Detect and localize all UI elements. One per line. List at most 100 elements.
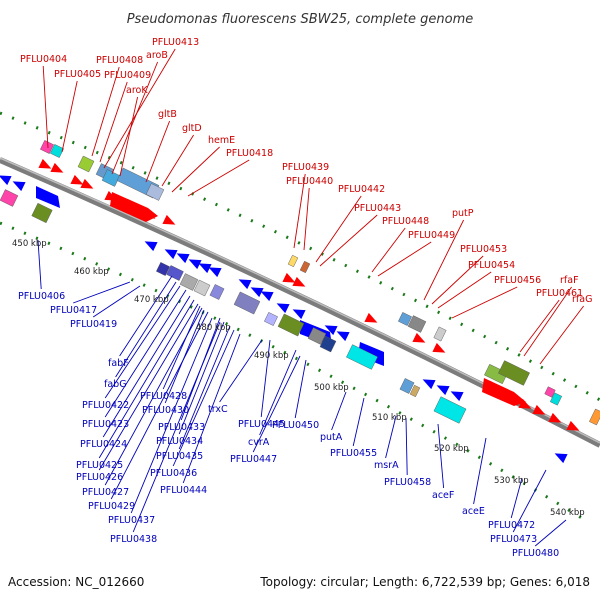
reverse-label[interactable]: putA xyxy=(320,432,343,443)
forward-label[interactable]: PFLU0404 xyxy=(20,54,67,65)
forward-label[interactable]: PFLU0448 xyxy=(382,216,429,227)
forward-label[interactable]: putP xyxy=(452,208,474,219)
forward-label[interactable]: PFLU0405 xyxy=(54,69,101,80)
forward-label[interactable]: PFLU0443 xyxy=(354,203,401,214)
forward-label[interactable]: PFLU0439 xyxy=(282,162,329,173)
forward-leader-line xyxy=(161,134,194,187)
reverse-label[interactable]: PFLU0436 xyxy=(150,468,197,479)
gene-block xyxy=(498,360,530,386)
forward-label[interactable]: rfaG xyxy=(572,294,592,305)
reverse-label[interactable]: PFLU0429 xyxy=(88,501,135,512)
forward-label[interactable]: PFLU0449 xyxy=(408,230,455,241)
forward-label[interactable]: PFLU0413 xyxy=(152,37,199,48)
forward-gene-arrow xyxy=(432,342,446,353)
reverse-label[interactable]: PFLU0430 xyxy=(142,405,189,416)
forward-leader-line xyxy=(377,241,432,277)
reverse-label[interactable]: PFLU0437 xyxy=(108,515,155,526)
reverse-label[interactable]: PFLU0480 xyxy=(512,548,559,559)
reverse-leader-line xyxy=(219,339,263,403)
reverse-label[interactable]: PFLU0417 xyxy=(50,305,97,316)
forward-label[interactable]: gltD xyxy=(182,123,202,134)
reverse-label[interactable]: aceE xyxy=(462,506,485,517)
forward-label[interactable]: PFLU0454 xyxy=(468,260,515,271)
forward-leader-line xyxy=(42,65,49,149)
gene-block xyxy=(193,279,211,297)
reverse-leader-line xyxy=(110,311,209,500)
forward-gene-arrow xyxy=(282,272,296,283)
reverse-label[interactable]: msrA xyxy=(374,460,399,471)
reverse-gene-arrow xyxy=(276,303,290,314)
reverse-leader-line xyxy=(178,325,231,450)
reverse-label[interactable]: PFLU0433 xyxy=(158,422,205,433)
gene-block xyxy=(50,144,64,158)
forward-label[interactable]: PFLU0456 xyxy=(494,275,541,286)
reverse-gene-arrow xyxy=(144,241,158,252)
gene-block xyxy=(433,326,447,342)
reverse-leader-line xyxy=(92,285,141,318)
forward-label[interactable]: aroB xyxy=(146,50,168,61)
forward-label[interactable]: PFLU0440 xyxy=(286,176,333,187)
forward-label[interactable]: hemE xyxy=(208,135,235,146)
gene-block xyxy=(101,169,121,187)
forward-label[interactable]: PFLU0418 xyxy=(226,148,273,159)
gene-block xyxy=(409,384,421,398)
reverse-leader-line xyxy=(405,417,408,476)
reverse-label[interactable]: PFLU0424 xyxy=(80,439,127,450)
reverse-label[interactable]: PFLU0422 xyxy=(82,400,129,411)
reverse-label[interactable]: PFLU0435 xyxy=(156,451,203,462)
reverse-label[interactable]: PFLU0447 xyxy=(230,454,277,465)
forward-gene-arrow xyxy=(532,404,546,415)
reverse-label[interactable]: PFLU0434 xyxy=(156,436,203,447)
reverse-label[interactable]: PFLU0427 xyxy=(82,487,129,498)
forward-leader-line xyxy=(293,173,306,249)
reverse-label[interactable]: trxC xyxy=(208,404,228,415)
reverse-label[interactable]: PFLU0438 xyxy=(110,534,157,545)
reverse-leader-line xyxy=(182,333,241,484)
reverse-label[interactable]: PFLU0428 xyxy=(140,391,187,402)
reverse-label[interactable]: aceF xyxy=(432,490,454,501)
reverse-label[interactable]: PFLU0458 xyxy=(384,477,431,488)
reverse-label[interactable]: fabG xyxy=(104,379,127,390)
reverse-leader-line xyxy=(164,309,205,404)
forward-label[interactable]: gltB xyxy=(158,109,177,120)
gene-block xyxy=(156,262,170,276)
forward-label[interactable]: PFLU0408 xyxy=(96,55,143,66)
forward-gene-arrow xyxy=(566,420,580,431)
reverse-leader-line xyxy=(130,317,213,514)
forward-leader-line xyxy=(437,271,492,309)
reverse-gene-arrow xyxy=(554,453,568,464)
reverse-label[interactable]: fabF xyxy=(108,358,129,369)
reverse-label[interactable]: PFLU0406 xyxy=(18,291,65,302)
reverse-label[interactable]: PFLU0472 xyxy=(488,520,535,531)
reverse-label[interactable]: PFLU0455 xyxy=(330,448,377,459)
forward-gene-arrow xyxy=(110,192,158,222)
gene-block xyxy=(287,254,299,268)
forward-gene-arrow xyxy=(80,178,94,189)
reverse-label[interactable]: PFLU0423 xyxy=(82,419,129,430)
forward-label[interactable]: PFLU0442 xyxy=(338,184,385,195)
scale-tick-label: 500 kbp xyxy=(314,383,349,393)
forward-leader-line xyxy=(451,286,518,319)
reverse-label[interactable]: PFLU0450 xyxy=(272,420,319,431)
reverse-gene-arrow xyxy=(292,309,306,320)
reverse-label[interactable]: PFLU0419 xyxy=(70,319,117,330)
reverse-leader-line xyxy=(294,359,307,419)
reverse-label[interactable]: PFLU0425 xyxy=(76,460,123,471)
forward-leader-line xyxy=(519,299,560,353)
reverse-gene-arrow xyxy=(260,291,274,302)
reverse-label[interactable]: PFLU0444 xyxy=(160,485,207,496)
reverse-label[interactable]: PFLU0445 xyxy=(238,419,285,430)
reverse-label[interactable]: cvrA xyxy=(248,437,270,448)
forward-leader-line xyxy=(423,219,465,301)
forward-label[interactable]: PFLU0453 xyxy=(460,244,507,255)
gene-block xyxy=(166,265,184,281)
reverse-label[interactable]: PFLU0426 xyxy=(76,472,123,483)
forward-label[interactable]: PFLU0461 xyxy=(536,288,583,299)
forward-label[interactable]: rfaF xyxy=(560,275,579,286)
forward-leader-line xyxy=(303,187,310,251)
reverse-label[interactable]: PFLU0473 xyxy=(490,534,537,545)
forward-label[interactable]: PFLU0409 xyxy=(104,70,151,81)
forward-leader-line xyxy=(371,227,406,273)
forward-label[interactable]: aroK xyxy=(126,85,148,96)
gene-block xyxy=(264,312,278,326)
